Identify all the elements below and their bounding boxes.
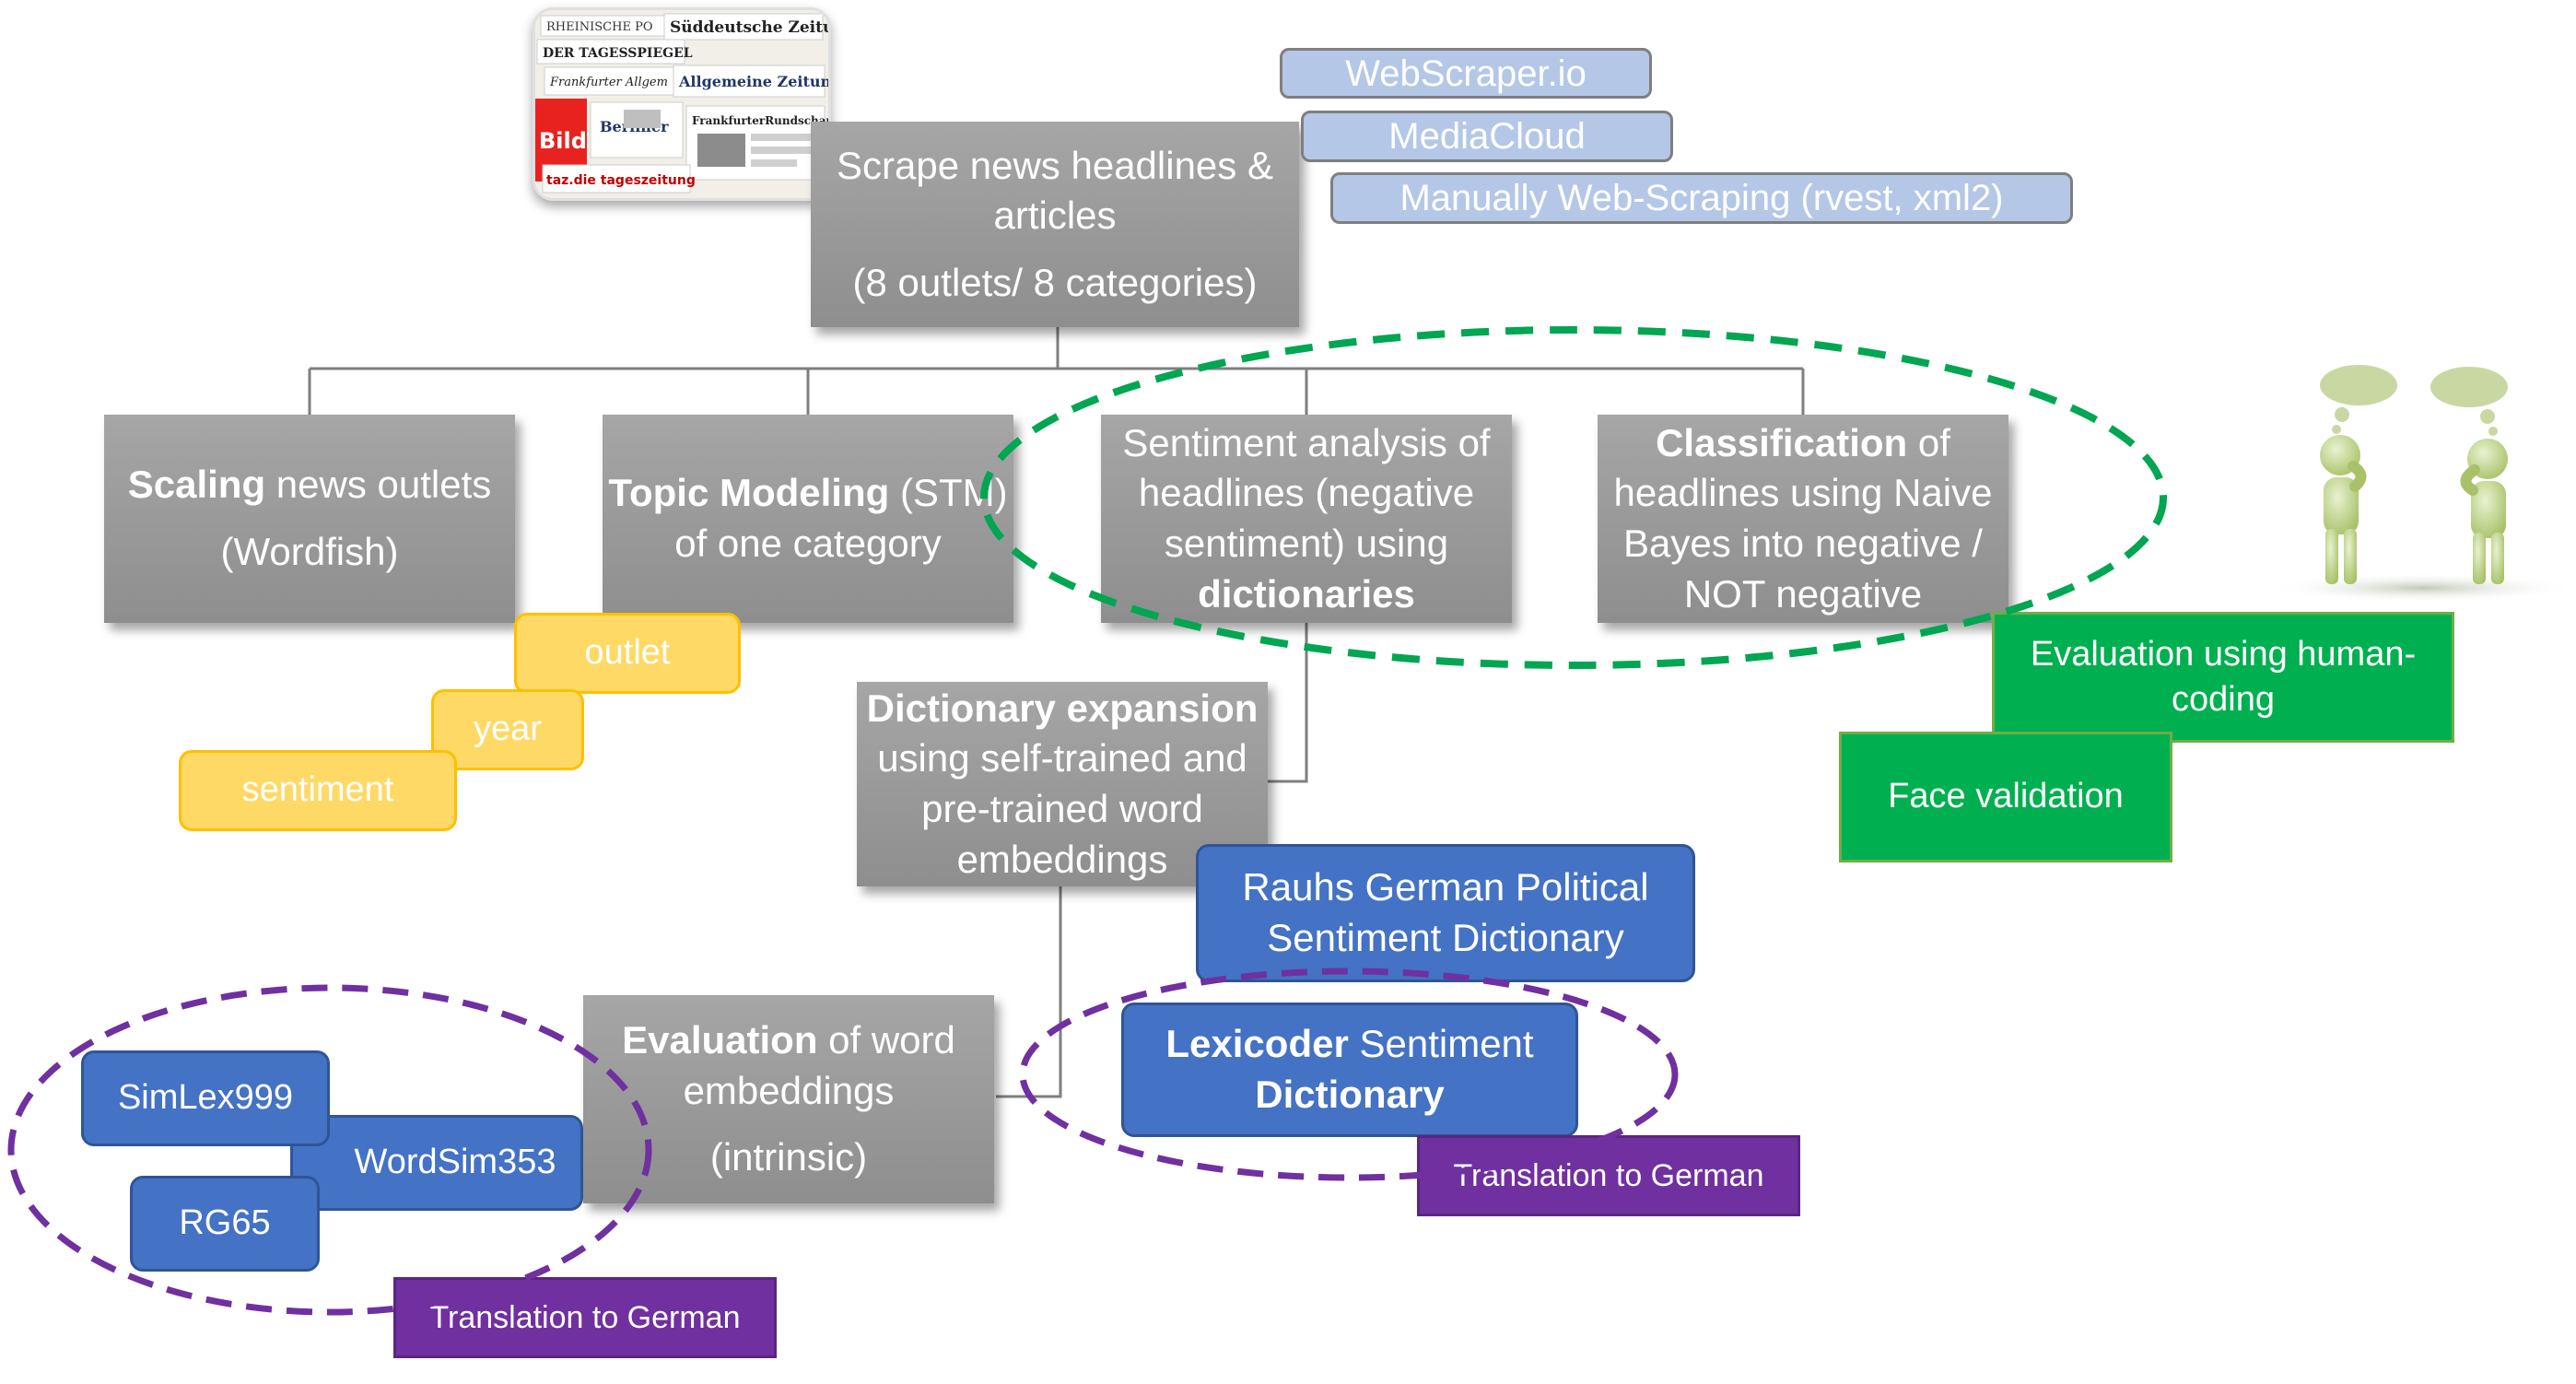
masthead-fr: FrankfurterRundschau xyxy=(692,114,828,127)
covariate-outlet: outlet xyxy=(514,613,741,694)
scaling-box: Scaling news outlets (Wordfish) xyxy=(104,415,515,623)
tool-mediacloud: MediaCloud xyxy=(1301,111,1673,162)
human-coding-line-1: Evaluation using human- xyxy=(2030,634,2417,674)
covariate-sentiment-label: sentiment xyxy=(241,770,394,810)
classification-line-2: headlines using Naive xyxy=(1613,471,1993,515)
covariate-year-label: year xyxy=(474,710,542,749)
sentiment-line-1: Sentiment analysis of xyxy=(1122,420,1491,464)
lexicoder-rest: Sentiment xyxy=(1348,1022,1534,1066)
scrape-news-box: Scrape news headlines & articles (8 outl… xyxy=(811,122,1299,327)
eval-embeddings-rest: of word xyxy=(817,1018,955,1062)
topic-line-2: of one category xyxy=(674,522,942,565)
rauhs-line-1: Rauhs German Political xyxy=(1242,865,1649,909)
scaling-bold: Scaling xyxy=(127,463,266,507)
newspaper-collage-image: RHEINISCHE PO Süddeutsche Zeitung DER TA… xyxy=(533,7,831,201)
scrape-line-3: (8 outlets/ 8 categories) xyxy=(852,260,1258,304)
translation-label-lexicoder: Translation to German xyxy=(1417,1135,1800,1216)
classification-line-4: NOT negative xyxy=(1683,571,1923,616)
dict-expansion-line-4: embeddings xyxy=(956,837,1168,881)
translation-label-benchmarks: Translation to German xyxy=(393,1277,777,1358)
masthead-taz: taz.die tageszeitung xyxy=(546,173,696,188)
classification-line-3: Bayes into negative / xyxy=(1623,522,1983,565)
benchmark-simlex999: SimLex999 xyxy=(81,1050,330,1146)
scaling-rest: news outlets xyxy=(265,463,492,507)
masthead-bild: Bild xyxy=(539,128,587,154)
dict-expansion-line-3: pre-trained word xyxy=(921,787,1203,830)
scrape-line-2: articles xyxy=(993,194,1117,238)
eval-embeddings-line-2: embeddings xyxy=(683,1068,895,1112)
classification-box: Classification of headlines using Naive … xyxy=(1598,415,2008,623)
masthead-rheinische: RHEINISCHE PO xyxy=(546,20,652,34)
lexicoder-dictionary-box: Lexicoder Sentiment Dictionary xyxy=(1121,1003,1578,1137)
topic-modeling-box: Topic Modeling (STM) of one category xyxy=(603,415,1013,623)
translation-label-lexicoder-text: Translation to German xyxy=(1453,1157,1764,1193)
face-validation-label: Face validation xyxy=(1888,777,2124,816)
lexicoder-bold: Lexicoder xyxy=(1165,1022,1349,1066)
translation-label-benchmarks-text: Translation to German xyxy=(429,1299,741,1335)
topic-rest: (STM) xyxy=(889,471,1008,515)
rauhs-dictionary-box: Rauhs German Political Sentiment Diction… xyxy=(1196,844,1695,982)
tool-manual-scraping-label: Manually Web-Scraping (rvest, xml2) xyxy=(1399,178,2004,218)
benchmark-wordsim353: WordSim353 xyxy=(290,1115,583,1211)
eval-embeddings-line-3: (intrinsic) xyxy=(709,1135,868,1179)
benchmark-rg65-label: RG65 xyxy=(179,1203,271,1243)
eval-embeddings-bold: Evaluation xyxy=(622,1018,818,1062)
evaluation-human-coding-box: Evaluation using human- coding xyxy=(1992,612,2454,743)
human-coding-line-2: coding xyxy=(2172,680,2275,719)
sentiment-analysis-box: Sentiment analysis of headlines (negativ… xyxy=(1101,415,1512,623)
thinking-figures-icon xyxy=(2257,358,2576,603)
rauhs-line-2: Sentiment Dictionary xyxy=(1267,916,1624,959)
covariate-sentiment: sentiment xyxy=(179,750,457,831)
lexicoder-bold-2: Dictionary xyxy=(1255,1073,1445,1116)
dict-expansion-line-2: using self-trained and xyxy=(877,736,1247,780)
sentiment-bold: dictionaries xyxy=(1198,571,1415,616)
masthead-allgemeine: Allgemeine Zeitung xyxy=(678,73,828,90)
face-validation-box: Face validation xyxy=(1839,732,2172,862)
benchmark-wordsim353-label: WordSim353 xyxy=(354,1143,556,1182)
evaluation-embeddings-box: Evaluation of word embeddings (intrinsic… xyxy=(583,995,994,1203)
topic-bold: Topic Modeling xyxy=(608,471,890,515)
scaling-line-2: (Wordfish) xyxy=(220,530,399,573)
sentiment-line-3: sentiment) using xyxy=(1164,522,1449,565)
classification-rest: of xyxy=(1907,420,1950,464)
tool-webscraper-label: WebScraper.io xyxy=(1345,53,1587,94)
tool-manual-scraping: Manually Web-Scraping (rvest, xml2) xyxy=(1330,172,2073,224)
tool-webscraper: WebScraper.io xyxy=(1280,48,1652,99)
masthead-sueddeutsche: Süddeutsche Zeitung xyxy=(670,18,828,37)
scrape-line-1: Scrape news headlines & xyxy=(837,143,1273,187)
tool-mediacloud-label: MediaCloud xyxy=(1388,116,1586,157)
masthead-tagesspiegel: DER TAGESSPIEGEL xyxy=(543,46,693,61)
sentiment-line-2: headlines (negative xyxy=(1138,471,1475,515)
benchmark-rg65: RG65 xyxy=(130,1176,320,1272)
classification-bold: Classification xyxy=(1656,420,1908,464)
covariate-outlet-label: outlet xyxy=(584,633,671,673)
benchmark-simlex999-label: SimLex999 xyxy=(117,1078,294,1118)
masthead-faz: Frankfurter Allgem xyxy=(549,76,668,89)
covariate-year: year xyxy=(431,689,584,770)
dict-expansion-bold: Dictionary expansion xyxy=(866,686,1259,730)
